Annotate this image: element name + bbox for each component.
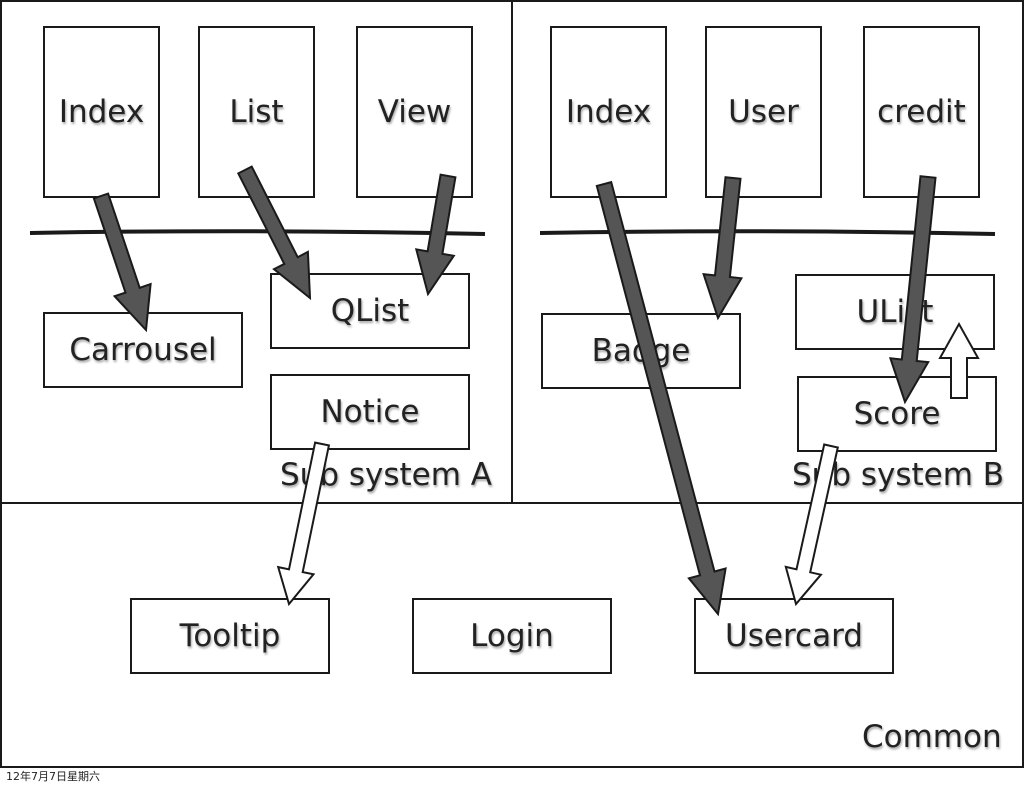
page-index-b-label: Index (565, 94, 652, 130)
component-badge: Badge (541, 313, 741, 389)
component-badge-label: Badge (591, 333, 691, 369)
page-index-a: Index (43, 26, 160, 198)
component-qlist: QList (270, 273, 470, 349)
page-index-a-label: Index (58, 94, 145, 130)
page-view-a-label: View (377, 94, 452, 130)
common-label: Common (862, 719, 1002, 755)
subsystem-b-label: Sub system B (792, 457, 1005, 493)
page-credit-b-label: credit (877, 94, 966, 130)
component-tooltip-label: Tooltip (179, 618, 281, 654)
page-user-b-label: User (728, 94, 799, 130)
component-ulist: UList (795, 274, 995, 350)
page-user-b: User (705, 26, 822, 198)
component-carrousel: Carrousel (43, 312, 243, 388)
component-tooltip: Tooltip (130, 598, 330, 674)
footer-date: 12年7月7日星期六 (6, 770, 100, 783)
component-score-label: Score (853, 396, 941, 432)
component-score: Score (797, 376, 997, 452)
component-usercard: Usercard (694, 598, 894, 674)
separator-line-b (539, 229, 996, 236)
component-carrousel-label: Carrousel (69, 332, 217, 368)
page-index-b: Index (550, 26, 667, 198)
page-view-a: View (356, 26, 473, 198)
separator-line-a (29, 229, 486, 236)
component-ulist-label: UList (856, 294, 934, 330)
subsystem-a-label: Sub system A (280, 457, 492, 493)
component-login-label: Login (470, 618, 554, 654)
page-list-a: List (198, 26, 315, 198)
page-list-a-label: List (229, 94, 284, 130)
component-login: Login (412, 598, 612, 674)
component-notice: Notice (270, 374, 470, 450)
component-notice-label: Notice (320, 394, 420, 430)
component-qlist-label: QList (330, 293, 410, 329)
page-credit-b: credit (863, 26, 980, 198)
component-usercard-label: Usercard (725, 618, 863, 654)
